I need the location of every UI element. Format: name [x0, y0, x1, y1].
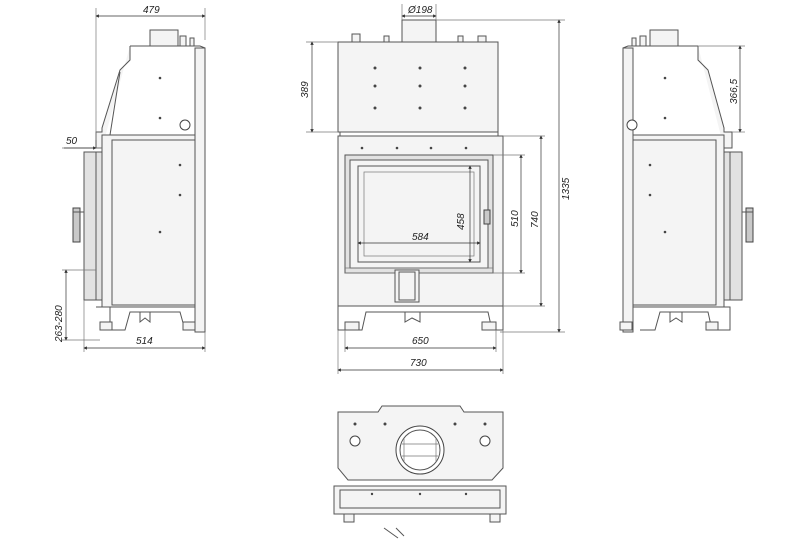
dim-1335: 1335 [561, 177, 572, 200]
dim-740: 740 [530, 211, 541, 228]
dim-479: 479 [143, 5, 160, 16]
dim-263-280: 263-280 [54, 305, 65, 343]
front-view [337, 19, 504, 331]
dim-514: 514 [136, 336, 153, 347]
left-dimensions: 479 50 263-280 514 [54, 5, 206, 352]
left-side-view [72, 29, 206, 333]
right-side-view [619, 29, 754, 333]
dim-389: 389 [300, 81, 311, 98]
dim-730: 730 [410, 358, 427, 369]
front-dimensions: Ø198 389 1335 740 510 458 584 650 730 [300, 4, 572, 374]
dim-510: 510 [510, 210, 521, 227]
dim-366-5: 366,5 [729, 79, 740, 104]
dim-650: 650 [412, 336, 429, 347]
dim-flue-diameter: Ø198 [407, 5, 433, 16]
dim-50: 50 [66, 136, 78, 147]
dim-584: 584 [412, 232, 429, 243]
dim-458: 458 [456, 213, 467, 230]
right-dimensions: 366,5 [698, 45, 745, 133]
top-view [333, 405, 507, 539]
